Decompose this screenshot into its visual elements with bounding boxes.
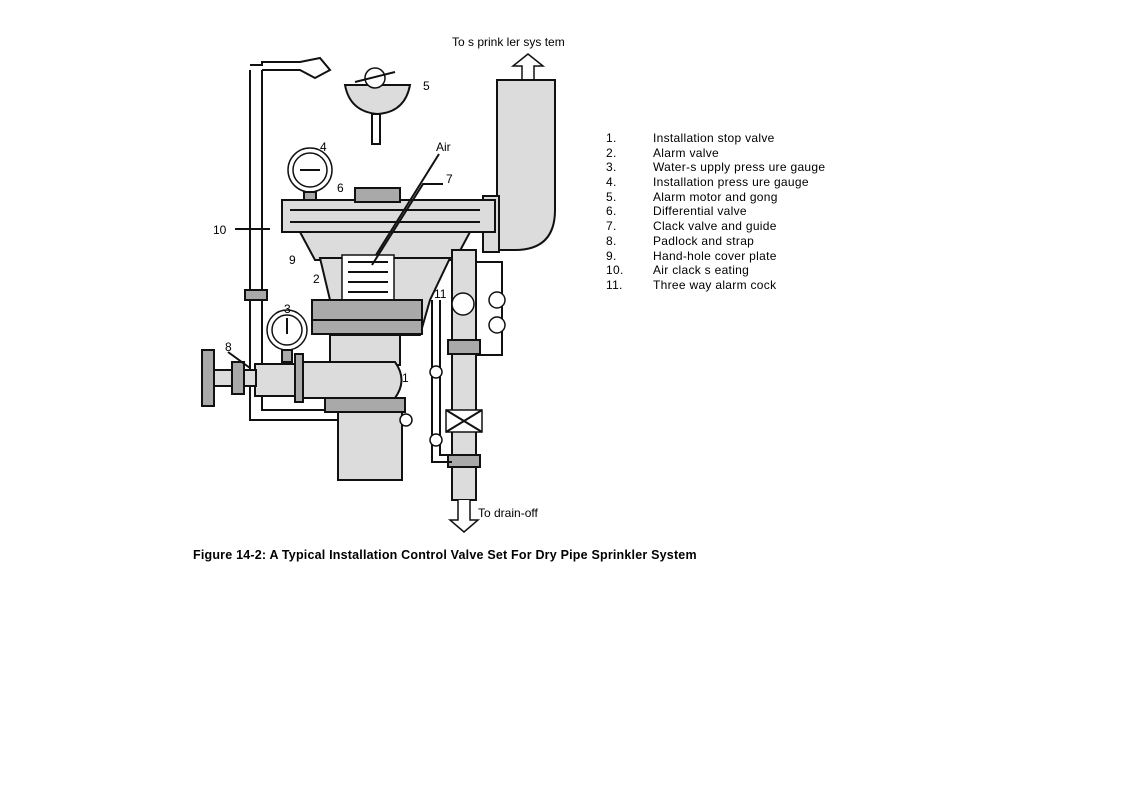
legend-item: 9. Hand-hole cover plate: [606, 249, 825, 264]
legend-text: Alarm valve: [653, 145, 719, 160]
to-sprinkler-label: To s prink ler sys tem: [452, 35, 565, 49]
callout-4: 4: [320, 140, 327, 154]
legend-number: 4.: [606, 175, 617, 190]
legend-number: 5.: [606, 189, 617, 204]
drain-pipe: [399, 249, 506, 501]
legend-item: 8. Padlock and strap: [606, 234, 825, 249]
legend-item: 5. Alarm motor and gong: [606, 190, 825, 205]
legend-number: 3.: [606, 160, 617, 175]
legend-text: Installation stop valve: [653, 131, 775, 145]
legend-text: Alarm motor and gong: [653, 189, 778, 204]
callout-1: 1: [402, 371, 409, 385]
leader-lines: [227, 153, 443, 369]
legend-item: 1. Installation stop valve: [606, 131, 825, 146]
legend-number: 9.: [606, 248, 617, 263]
legend-item: 10. Air clack s eating: [606, 263, 825, 278]
legend-number: 6.: [606, 204, 617, 219]
arrow-down-to-drain: [447, 500, 481, 533]
callout-6: 6: [337, 181, 344, 195]
alarm-valve-body: [311, 254, 452, 336]
legend-item: 4. Installation press ure gauge: [606, 175, 825, 190]
installation-pressure-gauge: [287, 147, 333, 207]
parts-legend: 1.Installation stop valve 2.Alarm valve …: [606, 131, 825, 293]
legend-number: 2.: [606, 145, 617, 160]
legend-text: Clack valve and guide: [653, 219, 777, 234]
legend-text: Differential valve: [653, 204, 747, 219]
alarm-gong: [343, 67, 412, 145]
water-supply-gauge: [266, 309, 308, 363]
air-label: Air: [436, 140, 451, 154]
legend-text: Installation press ure gauge: [653, 175, 809, 190]
legend-item: 6. Differential valve: [606, 204, 825, 219]
legend-text: Padlock and strap: [653, 233, 755, 248]
callout-8: 8: [225, 340, 232, 354]
legend-number: 7.: [606, 219, 617, 234]
legend-text: Water-s upply press ure gauge: [653, 160, 826, 175]
arrow-up-to-sprinkler: [510, 53, 546, 92]
bypass-pipe: [244, 56, 345, 421]
legend-text: Hand-hole cover plate: [653, 248, 777, 263]
callout-7: 7: [446, 172, 453, 186]
legend-text: Air clack s eating: [653, 263, 750, 278]
legend-number: 11.: [606, 277, 623, 292]
callout-3: 3: [284, 302, 291, 316]
callout-11: 11: [434, 287, 447, 301]
callout-10: 10: [213, 223, 227, 237]
handwheel: [201, 349, 257, 407]
legend-item: 7. Clack valve and guide: [606, 219, 825, 234]
stop-valve-body: [254, 334, 406, 481]
callout-2: 2: [313, 272, 320, 286]
callout-9: 9: [289, 253, 296, 267]
legend-item: 11. Three way alarm cock: [606, 278, 825, 293]
to-drain-label: To drain-off: [478, 506, 538, 520]
figure-caption: Figure 14-2: A Typical Installation Cont…: [193, 548, 697, 562]
legend-text: Three way alarm cock: [653, 277, 777, 292]
legend-number: 1.: [606, 131, 617, 145]
legend-number: 8.: [606, 233, 617, 248]
legend-item: 2. Alarm valve: [606, 146, 825, 161]
legend-item: 3. Water-s upply press ure gauge: [606, 160, 825, 175]
legend-number: 10.: [606, 263, 624, 278]
callout-5: 5: [423, 79, 430, 93]
